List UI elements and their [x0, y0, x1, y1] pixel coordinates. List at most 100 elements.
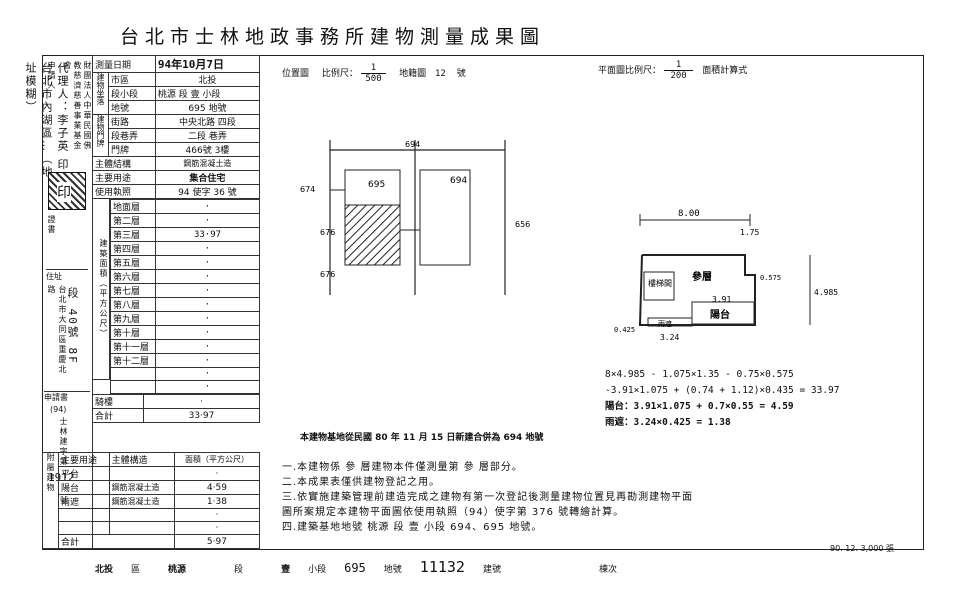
side-label: 676	[320, 228, 335, 237]
site-plan-label: 位置圖	[282, 69, 310, 79]
floor-scale-label: 平面圖比例尺：	[598, 66, 662, 76]
district-value: 北投	[154, 72, 261, 87]
lane-label: 段巷弄	[108, 128, 156, 143]
floor-area: ·	[155, 241, 260, 256]
lot-value: 695 地號	[154, 100, 261, 115]
floor-area: ·	[155, 367, 260, 381]
note-line: 四.建築基地地號 桃源 段 壹 小段 694、695 地號。	[282, 522, 543, 533]
area-label: 建築面積（平方公尺）	[92, 199, 110, 380]
street-label: 街路	[108, 114, 156, 129]
form-frame	[42, 55, 924, 550]
dim-depth: 4.985	[814, 288, 838, 297]
footer-row: 北投 區 桃源 段 壹 小段 695 地號 11132 建號 棟次	[95, 558, 915, 576]
area-calc-label: 面積計算式	[702, 66, 748, 76]
floor-area: ·	[155, 213, 260, 228]
annex-total-value: 5·97	[173, 534, 261, 549]
lot-label-695: 695	[368, 180, 385, 190]
site-scale-num: 1	[360, 63, 387, 74]
side-label: 656	[515, 220, 530, 229]
dim-small: 0.575	[760, 274, 781, 282]
annex-row-area: ·	[173, 466, 261, 481]
annex-row-struct	[108, 521, 175, 535]
annex-struct-header: 主體構造	[108, 452, 175, 467]
license-label: 使用執照	[92, 184, 156, 199]
dim-balcony: 3.91	[712, 295, 731, 304]
floor-label: 第三層	[110, 227, 156, 242]
annex-row-struct	[108, 466, 175, 481]
address-label: 住址	[46, 269, 88, 282]
applicant-column: 申請人 財團法人中華民國佛教慈濟慈善事業基金會 印 證書 住址 台北市大同區重慶…	[42, 55, 93, 548]
lot-label-top: 694	[405, 140, 420, 149]
floor-label: 第十層	[110, 325, 156, 340]
floor-area: 33·97	[155, 227, 260, 242]
footer-page-label: 棟次	[598, 565, 617, 575]
balcony-label: 陽台	[710, 308, 730, 321]
floor-area: ·	[155, 380, 260, 394]
footer-lot-suffix: 地號	[383, 565, 402, 575]
app-no-label: 申請書	[44, 391, 90, 403]
floor-area: ·	[155, 297, 260, 312]
site-scale-den: 500	[365, 74, 382, 84]
base-note: 本建物基地從民國 80 年 11 月 15 日新建合併為 694 地號	[300, 433, 544, 443]
floor-scale-den: 200	[670, 71, 687, 81]
floor-area: ·	[155, 283, 260, 298]
seal-text: 印	[57, 182, 71, 202]
annex-row-area: ·	[173, 521, 261, 535]
floor-area: ·	[155, 311, 260, 326]
note-line: 三.依實施建築管理前建造完成之建物有第一次登記後測量建物位置見再勘測建物平面	[282, 492, 694, 503]
annex-row-use: 雨遮	[58, 494, 110, 509]
annex-row-use: 平台	[58, 466, 110, 481]
annex-area-header: 面積（平方公尺）	[173, 452, 261, 467]
number-label: 門牌	[108, 142, 156, 157]
lot-label-694: 694	[450, 176, 467, 186]
floor-label	[110, 367, 156, 381]
note-line: 圖所案規定本建物平面圖依使用執照（94）使字第 376 號轉繪計算。	[282, 507, 625, 518]
sheet-number: 12	[434, 69, 446, 79]
applicant-value: 財團法人中華民國佛教慈濟慈善事業基金會	[63, 61, 92, 151]
address-handwritten: 段 40號 8F	[66, 287, 79, 365]
footer-building-suffix: 建號	[482, 565, 501, 575]
floor-label: 第十一層	[110, 339, 156, 354]
app-no-text: 士林建字第	[59, 417, 68, 467]
floor-area: ·	[155, 199, 260, 214]
sheet-label: 地籍圖	[399, 69, 427, 79]
address-value: 台北市大同區重慶北路	[47, 285, 67, 375]
site-plan-drawing: 695 694 694 674 676 676 656	[300, 140, 530, 295]
structure-value: 鋼筋混凝土造	[154, 156, 261, 171]
area-calculation: 8×4.985 - 1.075×1.35 - 0.75×0.575 -3.91×…	[605, 367, 840, 431]
total-value: 33·97	[143, 408, 260, 423]
site-scale-label: 比例尺：	[321, 69, 358, 79]
floor-area: ·	[155, 269, 260, 284]
district-label: 市區	[108, 72, 156, 87]
notes-block: 一.本建物係 參 層建物本件僅測量第 參 層部分。 二.本成果表僅供建物登記之用…	[282, 460, 693, 535]
floor-label: 第四層	[110, 241, 156, 256]
annex-row-area: ·	[173, 508, 261, 522]
floor-label: 第十二層	[110, 353, 156, 368]
arcade-value: ·	[143, 394, 260, 409]
section-value: 桃源 段 壹 小段	[154, 86, 261, 101]
dim-width: 8.00	[678, 209, 700, 219]
arcade-label: 騎樓	[92, 394, 144, 409]
floor-label: 第五層	[110, 255, 156, 270]
footer-district: 北投	[95, 565, 114, 575]
annex-total-label: 合計	[58, 534, 175, 549]
annex-header: 附屬建物	[42, 452, 59, 549]
footer-subsection: 壹	[281, 565, 291, 575]
floor-area: ·	[155, 353, 260, 368]
annex-row-struct	[108, 508, 175, 522]
location-header: 建物坐落	[92, 72, 109, 115]
annex-row-use	[58, 508, 110, 522]
floor-scale-num: 1	[663, 60, 694, 71]
survey-date-value: 94年10月7日	[154, 55, 261, 73]
dim-eave: 3.24	[660, 333, 679, 342]
official-seal: 印	[48, 172, 86, 210]
floor-label: 第七層	[110, 283, 156, 298]
annex-row-struct: 鋼筋混凝土造	[108, 494, 175, 509]
use-value: 集合住宅	[154, 170, 261, 185]
side-label: 674	[300, 185, 315, 194]
note-line: 二.本成果表僅供建物登記之用。	[282, 477, 441, 488]
number-value: 466號 3樓	[154, 142, 261, 157]
floor-label: 地面層	[110, 199, 156, 214]
calc-line: -3.91×1.075 + (0.74 + 1.12)×0.435 = 33.9…	[605, 385, 840, 396]
